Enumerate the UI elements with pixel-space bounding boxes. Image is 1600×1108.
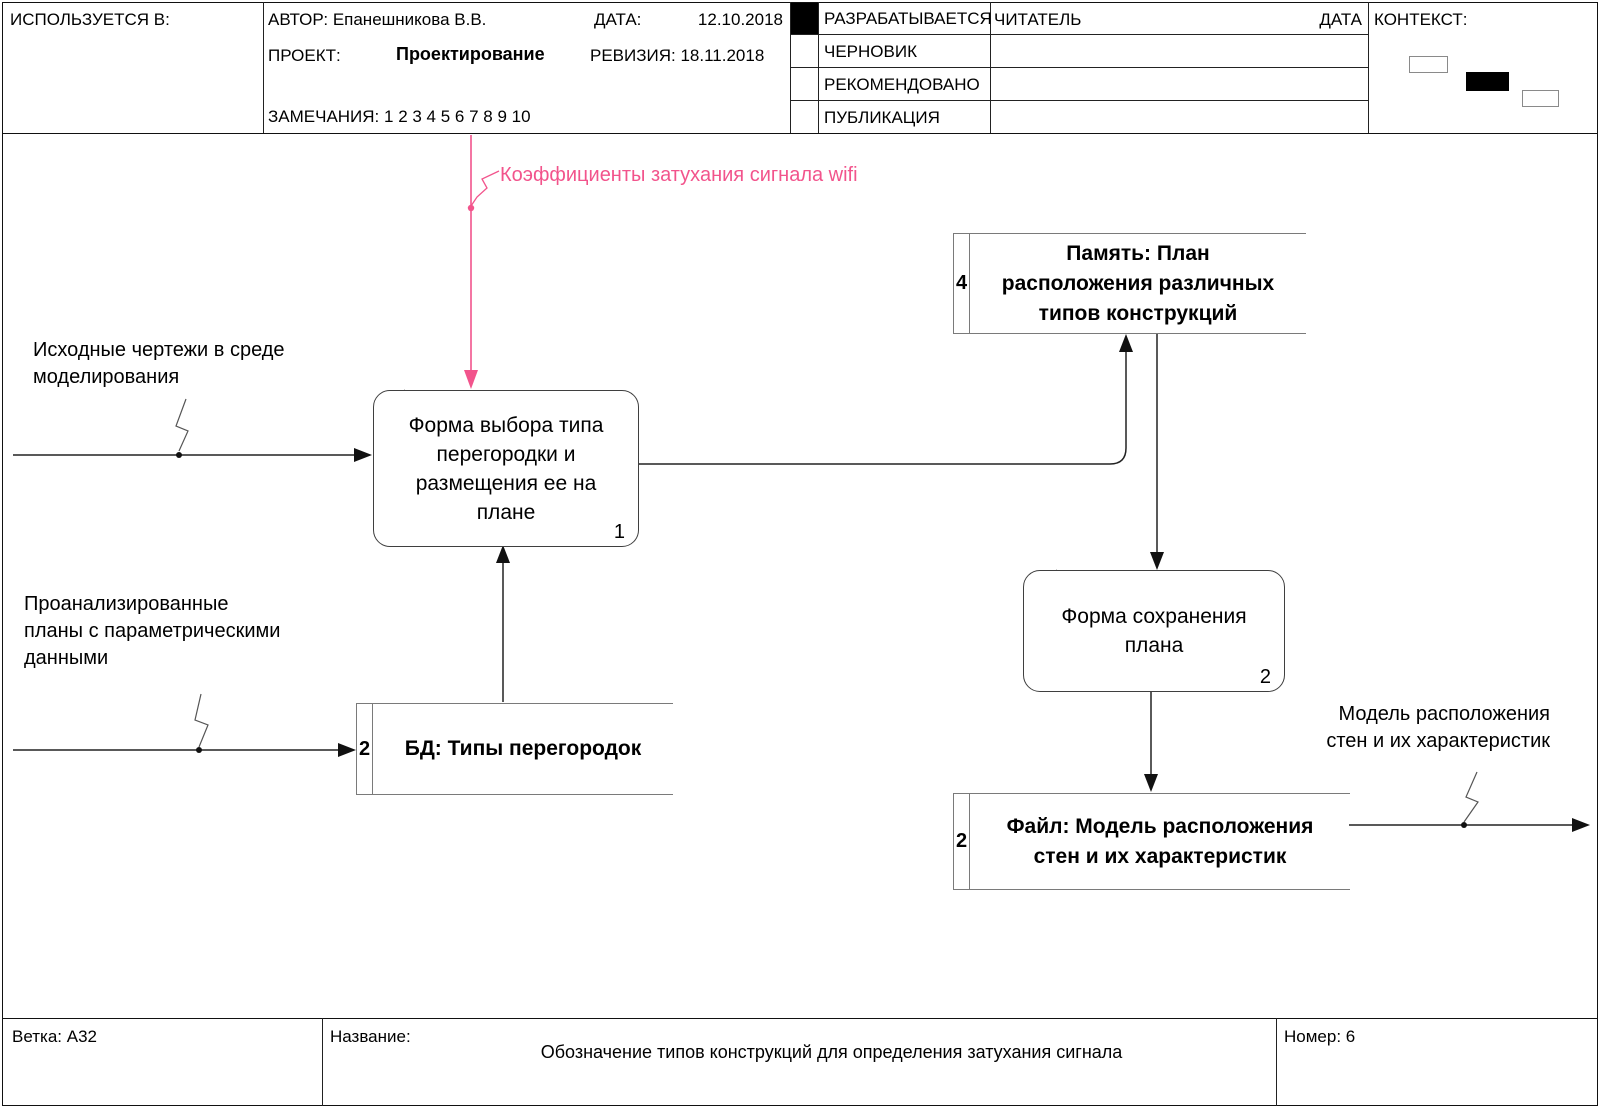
input-label-1: Исходные чертежи в среде моделирования [33, 339, 285, 388]
control-arrow-label: Коэффициенты затухания сигнала wifi [500, 164, 858, 186]
author-value: Епанешникова В.В. [332, 10, 487, 29]
arrow-activity1-to-memory[interactable] [637, 334, 1133, 465]
project-label: ПРОЕКТ: [268, 46, 341, 65]
status-publication: ПУБЛИКАЦИЯ [824, 108, 940, 127]
branch-label: Ветка: [12, 1027, 63, 1046]
author-label: АВТОР: [268, 10, 329, 29]
branch-value: А32 [66, 1027, 97, 1046]
output-label: Модель расположения стен и их характерис… [1326, 703, 1550, 752]
notes-value: 1 2 3 4 5 6 7 8 9 10 [384, 107, 531, 126]
date-value: 12.10.2018 [697, 10, 783, 29]
input-arrow-1[interactable] [13, 398, 372, 462]
project-value: Проектирование [396, 44, 545, 64]
activity-1-label: Форма выбора типа перегородки и размещен… [408, 413, 604, 524]
number-field: Номер: 6 [1284, 1026, 1355, 1047]
store-memory-number: 4 [954, 234, 970, 333]
context-thumb-child [1522, 90, 1559, 107]
store-file-label: Файл: Модель расположения стен и их хара… [1006, 814, 1314, 868]
reader-date-label: ДАТА [1319, 10, 1362, 29]
store-memory-label: Память: План расположения различных типо… [1001, 241, 1275, 325]
status-row-line-2 [790, 67, 1368, 68]
used-in-label: ИСПОЛЬЗУЕТСЯ В: [10, 10, 170, 29]
footer-divider-2 [1276, 1018, 1277, 1106]
notes-field: ЗАМЕЧАНИЯ: 1 2 3 4 5 6 7 8 9 10 [268, 106, 531, 127]
number-value: 6 [1345, 1027, 1356, 1046]
activity-2-number: 2 [1259, 666, 1271, 688]
date-label: ДАТА: [594, 10, 642, 29]
status-developing: РАЗРАБАТЫВАЕТСЯ [824, 9, 992, 28]
revision-value: 18.11.2018 [680, 46, 765, 65]
name-label: Название: [330, 1027, 411, 1046]
store-db-number: 2 [357, 704, 373, 794]
control-arrow[interactable] [464, 135, 500, 389]
context-label: КОНТЕКСТ: [1374, 10, 1468, 29]
output-arrow[interactable] [1349, 771, 1590, 832]
revision-label: РЕВИЗИЯ: [590, 46, 676, 65]
activity-box-1[interactable]: Форма выбора типа перегородки и размещен… [373, 390, 639, 547]
store-file-number: 2 [954, 794, 970, 889]
header-divider-5 [1368, 2, 1369, 133]
notes-label: ЗАМЕЧАНИЯ: [268, 107, 380, 126]
number-label: Номер: [1284, 1027, 1342, 1046]
arrow-activity2-to-file[interactable] [1144, 691, 1158, 792]
footer-divider-1 [322, 1018, 323, 1106]
status-marker-cell [791, 3, 818, 34]
input-arrow-2[interactable] [13, 693, 356, 757]
activity-2-label: Форма сохранения плана [1061, 605, 1247, 657]
header-bottom-line [2, 133, 1598, 134]
status-row-line-1 [790, 34, 1368, 35]
status-recommended: РЕКОМЕНДОВАНО [824, 75, 980, 94]
author-field: АВТОР: Епанешникова В.В. [268, 9, 486, 30]
header-divider-1 [263, 2, 264, 133]
footer-top-line [2, 1018, 1598, 1019]
activity-1-number: 1 [613, 521, 625, 543]
context-thumb-parent [1409, 56, 1448, 73]
context-thumb-current [1466, 72, 1509, 91]
status-draft: ЧЕРНОВИК [824, 42, 917, 61]
arrow-db-to-activity1[interactable] [496, 545, 510, 702]
store-db[interactable]: 2 БД: Типы перегородок [356, 703, 673, 795]
store-memory[interactable]: 4 Память: План расположения различных ти… [953, 233, 1306, 334]
store-db-label: БД: Типы перегородок [404, 737, 642, 760]
revision-field: РЕВИЗИЯ: 18.11.2018 [590, 45, 764, 66]
branch-field: Ветка: А32 [12, 1026, 97, 1047]
diagram-title: Обозначение типов конструкций для опреде… [540, 1042, 1123, 1062]
input-label-2: Проанализированные планы с параметрическ… [24, 593, 281, 669]
store-file[interactable]: 2 Файл: Модель расположения стен и их ха… [953, 793, 1350, 890]
status-row-line-3 [790, 100, 1368, 101]
activity-box-2[interactable]: Форма сохранения плана 2 [1023, 570, 1285, 692]
arrow-memory-to-activity2[interactable] [1150, 333, 1164, 570]
reader-label: ЧИТАТЕЛЬ [994, 10, 1082, 29]
